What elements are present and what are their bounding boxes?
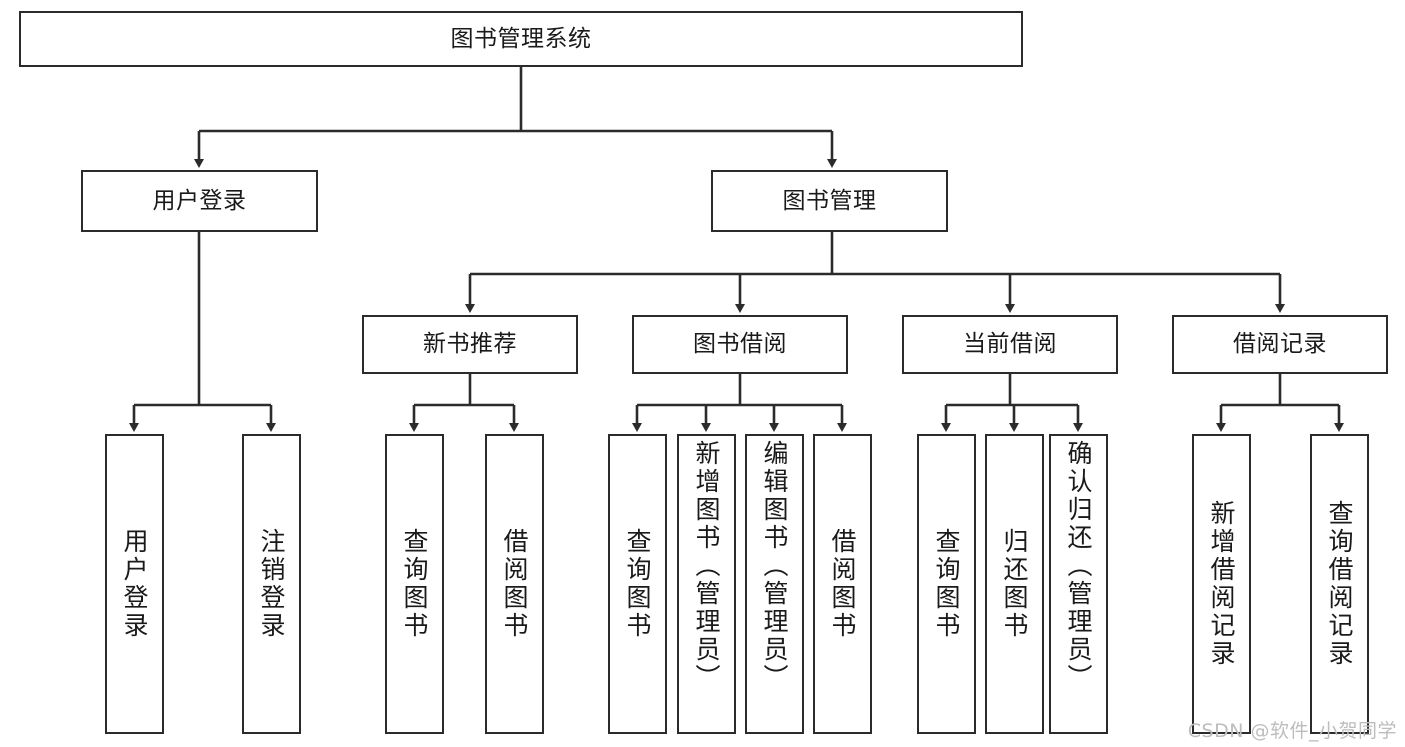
- node-label: 当前借阅: [963, 331, 1057, 358]
- node-label: 用户登录: [120, 528, 149, 640]
- leaf-confirm-return-admin[interactable]: 确认归还（管理员）: [1049, 434, 1108, 734]
- leaf-borrow-books-recommend[interactable]: 借阅图书: [485, 434, 544, 734]
- node-label: 新书推荐: [423, 331, 517, 358]
- leaf-query-books-current[interactable]: 查询图书: [917, 434, 976, 734]
- leaf-return-book[interactable]: 归还图书: [985, 434, 1044, 734]
- leaf-borrow-books-borrow[interactable]: 借阅图书: [813, 434, 872, 734]
- node-root-system[interactable]: 图书管理系统: [19, 11, 1023, 67]
- node-label: 归还图书: [1000, 528, 1029, 640]
- node-label: 注销登录: [257, 528, 286, 640]
- node-label: 新增借阅记录: [1207, 500, 1236, 668]
- node-label: 查询借阅记录: [1325, 500, 1354, 668]
- leaf-query-books-recommend[interactable]: 查询图书: [385, 434, 444, 734]
- leaf-query-books-borrow[interactable]: 查询图书: [608, 434, 667, 734]
- node-label: 借阅图书: [828, 528, 857, 640]
- node-label: 编辑图书（管理员）: [760, 440, 789, 692]
- leaf-edit-book-admin[interactable]: 编辑图书（管理员）: [745, 434, 804, 734]
- watermark-text: CSDN @软件_小贺同学: [1187, 720, 1397, 742]
- node-label: 确认归还（管理员）: [1064, 440, 1093, 692]
- node-label: 查询图书: [623, 528, 652, 640]
- node-label: 查询图书: [932, 528, 961, 640]
- leaf-add-borrow-record[interactable]: 新增借阅记录: [1192, 434, 1251, 734]
- node-label: 借阅图书: [500, 528, 529, 640]
- node-label: 借阅记录: [1233, 331, 1327, 358]
- node-label: 查询图书: [400, 528, 429, 640]
- node-label: 图书管理: [782, 187, 877, 214]
- node-book-borrow[interactable]: 图书借阅: [632, 315, 848, 374]
- node-label: 图书管理系统: [450, 25, 592, 52]
- node-book-manage[interactable]: 图书管理: [711, 170, 948, 232]
- node-new-book-recommend[interactable]: 新书推荐: [362, 315, 578, 374]
- leaf-query-borrow-record[interactable]: 查询借阅记录: [1310, 434, 1369, 734]
- node-label: 图书借阅: [693, 331, 787, 358]
- node-label: 新增图书（管理员）: [692, 440, 721, 692]
- node-borrow-record[interactable]: 借阅记录: [1172, 315, 1388, 374]
- leaf-add-book-admin[interactable]: 新增图书（管理员）: [677, 434, 736, 734]
- leaf-user-logout[interactable]: 注销登录: [242, 434, 301, 734]
- leaf-user-login[interactable]: 用户登录: [105, 434, 164, 734]
- node-user-login[interactable]: 用户登录: [81, 170, 318, 232]
- node-current-borrow[interactable]: 当前借阅: [902, 315, 1118, 374]
- node-label: 用户登录: [152, 187, 247, 214]
